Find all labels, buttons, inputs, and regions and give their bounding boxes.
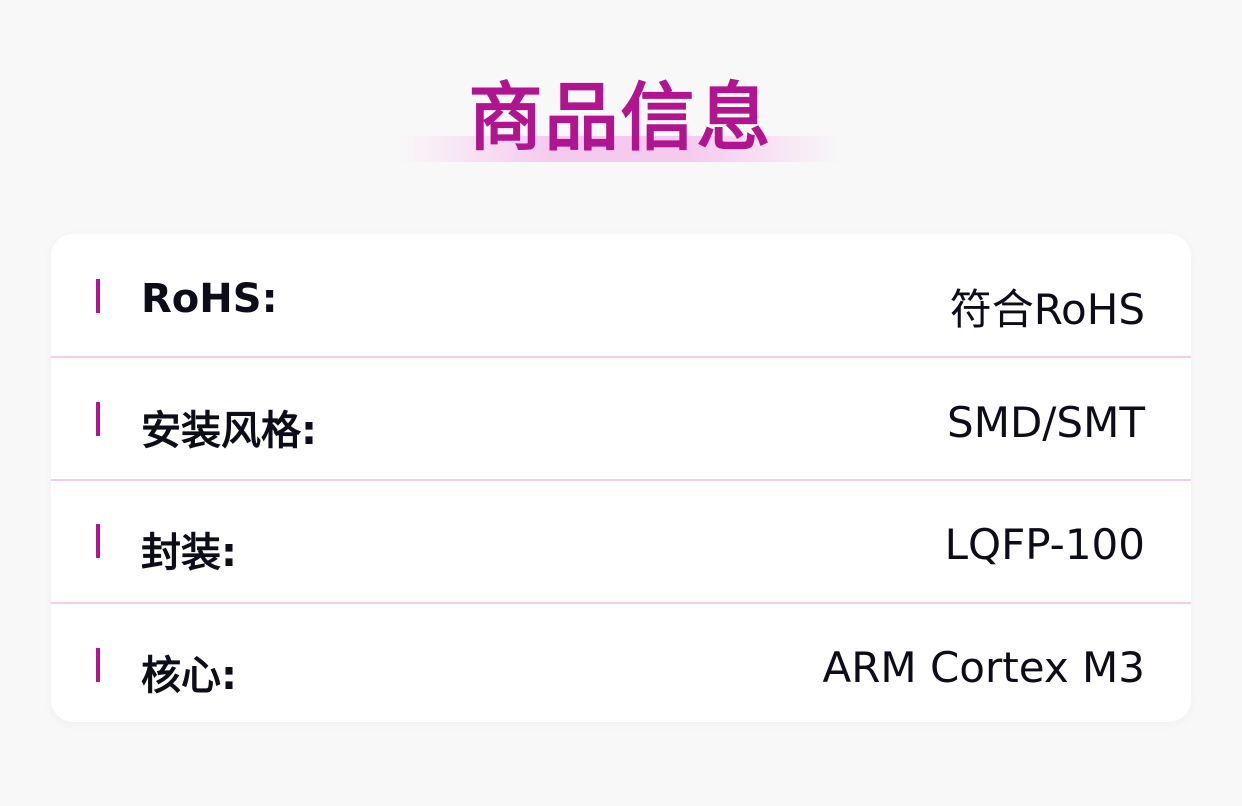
- row-marker: [96, 648, 100, 682]
- spec-label: RoHS:: [141, 276, 278, 322]
- spec-row-mounting-style: 安装风格: SMD/SMT: [51, 358, 1191, 480]
- spec-label: 封装:: [141, 530, 237, 576]
- spec-value: ARM Cortex M3: [822, 643, 1145, 692]
- row-divider: [51, 356, 1191, 358]
- row-divider: [51, 479, 1191, 481]
- spec-value: LQFP-100: [944, 520, 1145, 569]
- spec-card: RoHS: 符合RoHS 安装风格: SMD/SMT 封装: LQFP-100 …: [51, 234, 1191, 722]
- spec-row-rohs: RoHS: 符合RoHS: [51, 234, 1191, 356]
- title-highlight-bar: [398, 136, 843, 162]
- spec-row-core: 核心: ARM Cortex M3: [51, 604, 1191, 722]
- spec-value: 符合RoHS: [949, 285, 1145, 334]
- row-marker: [96, 279, 100, 313]
- page-title: 商品信息: [468, 75, 773, 161]
- page-header: 商品信息: [398, 72, 843, 164]
- spec-value: SMD/SMT: [947, 398, 1145, 447]
- spec-label: 安装风格:: [141, 408, 317, 454]
- row-marker: [96, 524, 100, 558]
- row-divider: [51, 602, 1191, 604]
- row-marker: [96, 402, 100, 436]
- spec-row-package: 封装: LQFP-100: [51, 481, 1191, 603]
- spec-label: 核心:: [141, 653, 237, 699]
